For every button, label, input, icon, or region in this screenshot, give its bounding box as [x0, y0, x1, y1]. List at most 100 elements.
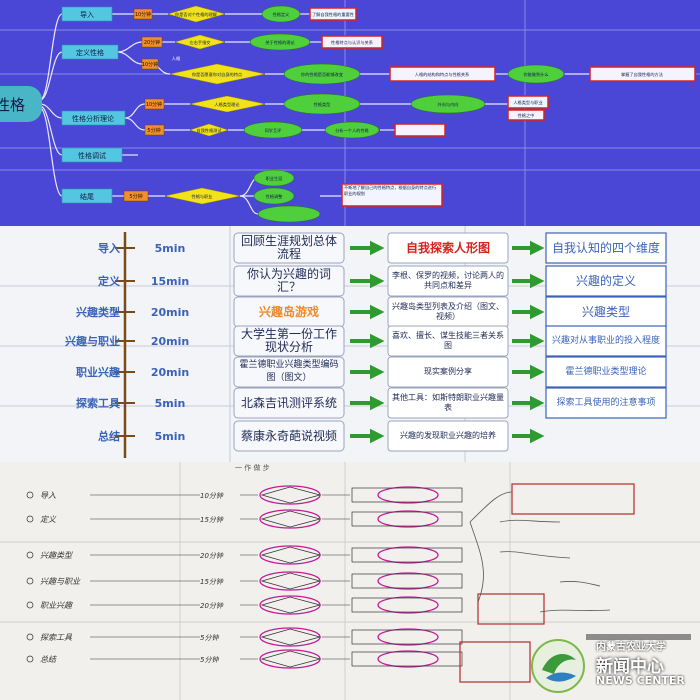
node-ellipse: [253, 169, 295, 187]
arrow-right-icon: [512, 333, 545, 349]
watermark-line3: NEWS CENTER: [596, 674, 685, 687]
node-diamond: [169, 63, 266, 85]
goal-label: 自我认知的四个维度: [551, 240, 660, 255]
draft-time-label: 5分钟: [200, 634, 219, 642]
draft-ellipse: [377, 510, 439, 528]
branch-intro: [61, 6, 113, 22]
node-box: [507, 95, 549, 109]
node-label: 关于性格的理论: [265, 39, 295, 46]
node-box: [507, 109, 545, 121]
time-tag-label: 10分钟: [146, 101, 162, 108]
node-label: 你是否愿意你对自身的特点: [192, 71, 242, 78]
node-label: 你是否对个性格的理解: [175, 11, 217, 18]
draft-stage-label: 兴趣类型: [40, 551, 73, 560]
arrow-right-icon: [512, 364, 545, 380]
arrow-right-icon: [512, 273, 545, 289]
node-label: 人格类型与职业: [513, 99, 542, 106]
activity-box: [233, 387, 345, 419]
method-label: 现实案例分享: [424, 367, 472, 376]
draft-ellipse: [377, 546, 439, 564]
method-box: [387, 420, 509, 452]
draft-ellipse: [259, 509, 321, 529]
time-label: 20min: [150, 305, 190, 319]
goal-box: [545, 265, 667, 297]
draft-diamond: [260, 650, 322, 668]
stage-label: 兴趣类型: [76, 306, 120, 319]
bullet-icon: [26, 551, 34, 559]
stage-label: 总结: [98, 430, 120, 443]
node-label: 性格定义: [273, 11, 291, 18]
time-tag-label: 10分钟: [142, 61, 158, 68]
node-ellipse: [261, 5, 301, 23]
node-label: 自我性格测试: [196, 127, 222, 134]
time-tag: [133, 8, 153, 20]
node-ellipse: [253, 187, 295, 205]
node-box: [389, 66, 496, 82]
goal-box: [545, 325, 667, 357]
method-label: 李根、保罗的视频，讨论两人的共同点和差异: [392, 271, 504, 290]
time-tag: [144, 98, 165, 110]
branch-label: 定义性格: [76, 48, 104, 57]
node-label: 掌握了自我性格的方法: [621, 71, 663, 78]
node-ellipse: [283, 63, 361, 85]
draft-stage-label: 探索工具: [40, 633, 73, 642]
branch-label: 导入: [80, 11, 94, 19]
draft-time-label: 15分钟: [200, 516, 224, 524]
draft-box: [459, 641, 531, 683]
bullet-icon: [26, 633, 34, 641]
time-label: 20min: [150, 334, 190, 348]
leaf-icon: [542, 654, 576, 674]
node-label: 性格类型: [314, 101, 331, 108]
method-box: [387, 325, 509, 357]
draft-ellipse: [259, 649, 321, 669]
draft-box: [477, 593, 545, 625]
draft-box: [351, 487, 463, 503]
draft-time-label: 10分钟: [200, 492, 224, 500]
method-box: [387, 356, 509, 388]
goal-box: [545, 232, 667, 264]
goal-label: 兴趣的定义: [575, 273, 636, 288]
root-label: 性格: [0, 96, 25, 114]
draft-time-label: 5分钟: [200, 656, 219, 664]
draft-ellipse: [377, 572, 439, 590]
arrow-right-icon: [512, 428, 545, 444]
activity-box: [233, 325, 345, 357]
branch-analysis: [61, 110, 126, 126]
node-label: 人格的结构和特点与性格关系: [415, 71, 469, 78]
mongolian-script: [586, 634, 691, 640]
time-tag-label: 10分钟: [135, 11, 151, 18]
draft-ellipse: [259, 627, 321, 647]
draft-box: [351, 547, 463, 563]
method-box: [387, 232, 509, 264]
arrow-right-icon: [512, 240, 545, 256]
node-label: 外向与内向: [438, 101, 459, 108]
node-label: 人格类型理论: [214, 101, 240, 108]
draft-stage-label: 总结: [40, 655, 57, 664]
watermark-logo: [531, 634, 691, 693]
time-tag-label: 5分钟: [129, 193, 142, 200]
arrow-right-icon: [350, 333, 385, 349]
branch-ending: [61, 188, 113, 204]
node-box: [589, 66, 696, 82]
time-label: 5min: [154, 241, 186, 255]
node-box: [341, 183, 443, 207]
goal-box: [545, 296, 667, 328]
arrow-right-icon: [350, 304, 385, 320]
method-label: 喜欢、擅长、谋生技能三者关系图: [392, 331, 504, 350]
arrow-right-icon: [350, 428, 385, 444]
draft-ellipse: [377, 486, 439, 504]
mindmap-panel-character: 性格 导入 定义性格 性格分析理论 性格调试 结尾 10分钟 20分钟 10分钟…: [0, 0, 700, 226]
draft-box: [351, 511, 463, 527]
draft-row: 探索工具 5分钟: [26, 627, 463, 647]
node-label: 了解自我性格的重要性: [312, 11, 354, 18]
draft-stage-label: 定义: [40, 515, 57, 524]
activity-label: 蔡康永奇葩说视频: [240, 428, 337, 443]
